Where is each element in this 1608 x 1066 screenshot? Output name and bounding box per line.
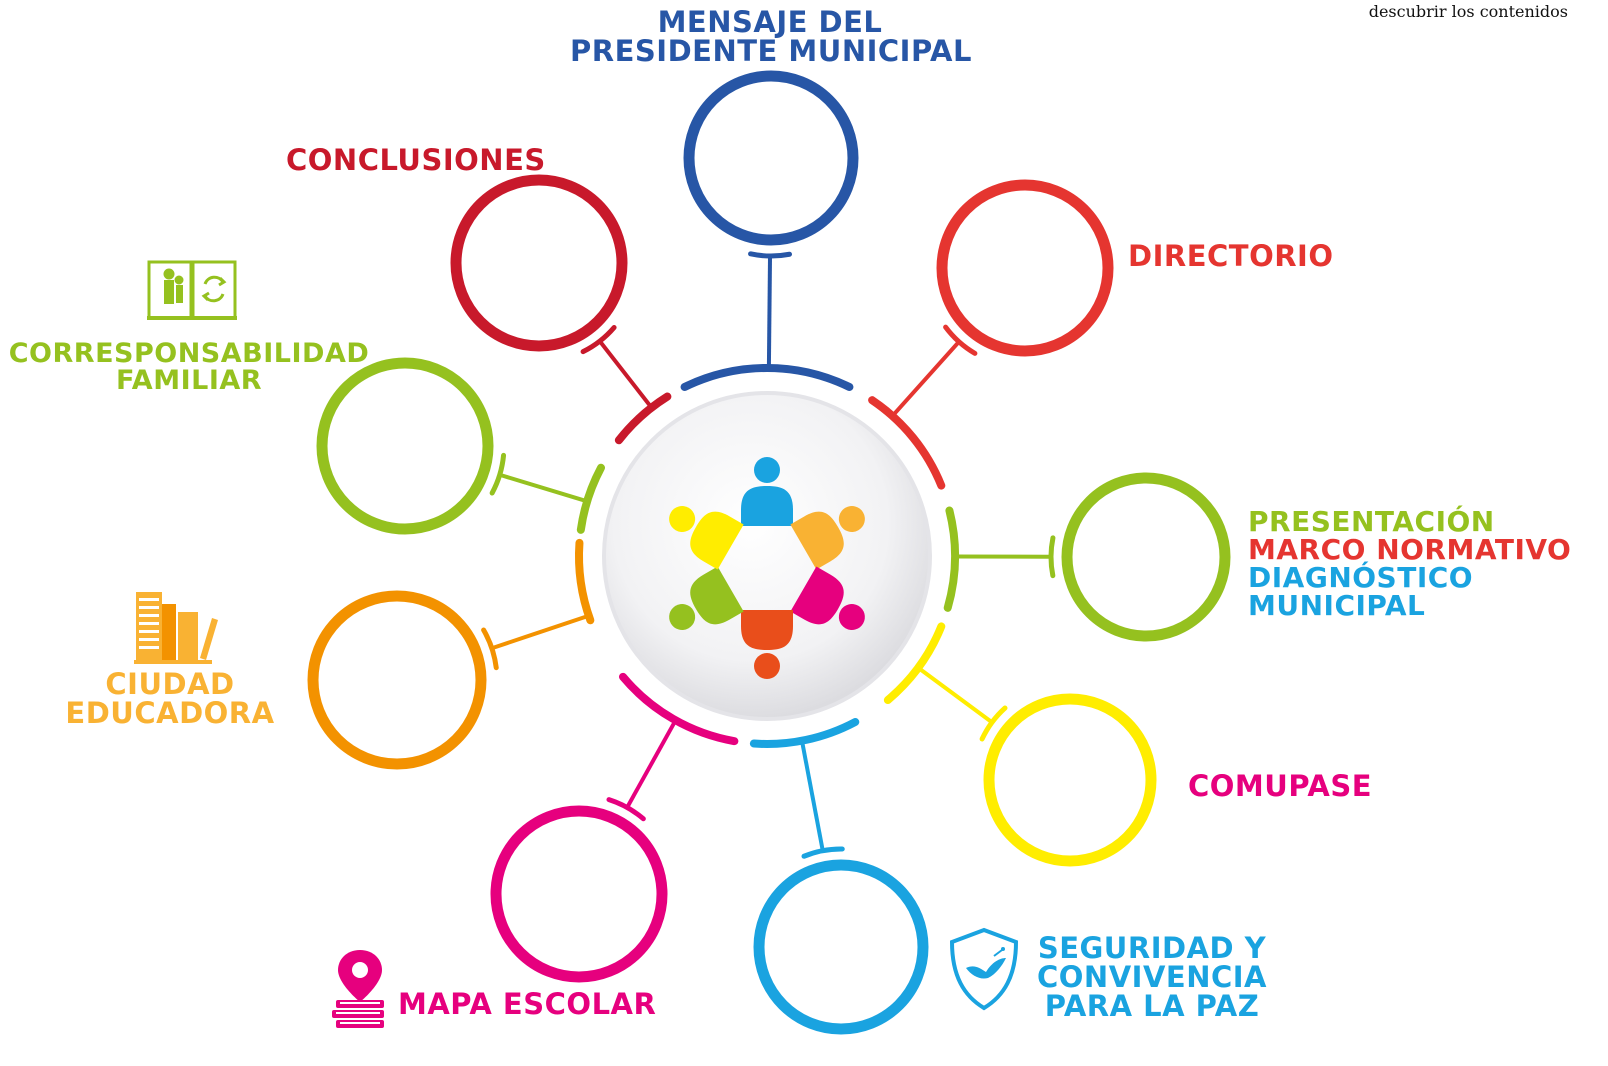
label-line: CONCLUSIONES xyxy=(286,143,546,177)
node-circle-corresponsabilidad[interactable] xyxy=(316,357,494,535)
map-pin-books-icon xyxy=(332,950,384,1028)
hub-arc-segment xyxy=(943,506,959,612)
hub-arc-segment xyxy=(618,672,739,746)
connector-line xyxy=(916,666,992,723)
label-line: MAPA ESCOLAR xyxy=(398,987,657,1021)
label-line: FAMILIAR xyxy=(115,365,263,396)
person-figure xyxy=(790,566,865,630)
node-circle-mensaje[interactable] xyxy=(683,70,859,246)
label-line: CORRESPONSABILIDAD xyxy=(8,338,370,369)
connector-cap xyxy=(580,324,617,355)
label-corresponsabilidad: CORRESPONSABILIDAD FAMILIAR xyxy=(4,340,374,394)
connectors xyxy=(481,251,1056,859)
city-buildings-icon xyxy=(134,592,218,664)
hub-circle xyxy=(602,391,932,721)
label-line: SEGURIDAD Y xyxy=(1037,931,1267,965)
label-directorio: DIRECTORIO xyxy=(1128,242,1334,271)
person-figure xyxy=(790,506,865,570)
label-line-marco: MARCO NORMATIVO xyxy=(1248,533,1572,566)
node-circle-mapa[interactable] xyxy=(490,805,668,983)
connector-cap xyxy=(943,324,978,356)
node-circle-seguridad[interactable] xyxy=(753,859,929,1035)
hub-arc-segment xyxy=(868,396,946,490)
label-line: COMUPASE xyxy=(1188,769,1373,803)
person-figure xyxy=(669,506,744,570)
connector-line xyxy=(626,719,678,807)
family-book-icon xyxy=(147,260,237,320)
connector-cap xyxy=(481,627,499,671)
node-circle-presentacion[interactable] xyxy=(1061,472,1231,642)
connector-line xyxy=(493,613,590,650)
label-line: DIRECTORIO xyxy=(1128,239,1334,273)
connector-cap xyxy=(801,846,845,859)
label-line: MENSAJE DEL xyxy=(657,5,883,39)
label-seguridad: SEGURIDAD Y CONVIVENCIA PARA LA PAZ xyxy=(1030,934,1274,1021)
node-circle-conclusiones[interactable] xyxy=(450,174,628,352)
hub-arc-segment xyxy=(576,463,606,534)
corner-note: descubrir los contenidos xyxy=(1368,2,1568,21)
hub-arc-segment xyxy=(749,717,860,748)
hub-arc-segment xyxy=(575,538,595,625)
connector-cap xyxy=(606,797,646,822)
connector-cap xyxy=(979,705,1008,742)
label-mapa: MAPA ESCOLAR xyxy=(398,990,656,1019)
label-line-diagnostico: DIAGNÓSTICO xyxy=(1248,561,1474,594)
connector-line xyxy=(599,341,654,409)
node-circle-comupase[interactable] xyxy=(983,693,1157,867)
label-line: CONVIVENCIA xyxy=(1037,960,1267,994)
label-line-presentacion: PRESENTACIÓN xyxy=(1248,505,1495,538)
label-line: PRESIDENTE MUNICIPAL xyxy=(570,34,972,68)
connector-cap xyxy=(1048,535,1056,579)
label-ciudad: CIUDAD EDUCADORA xyxy=(60,670,280,728)
label-comupase: COMUPASE xyxy=(1188,772,1372,801)
connector-cap xyxy=(489,452,507,496)
node-circles xyxy=(307,70,1231,1035)
label-mensaje: MENSAJE DEL PRESIDENTE MUNICIPAL xyxy=(570,5,972,68)
label-line: EDUCADORA xyxy=(65,696,275,730)
people-icon-group xyxy=(669,457,865,679)
label-line: CIUDAD xyxy=(105,667,235,701)
hub-arc-segment xyxy=(614,392,672,445)
label-line-municipal: MUNICIPAL xyxy=(1248,589,1426,622)
person-figure xyxy=(669,566,744,630)
connector-cap xyxy=(748,251,793,259)
connector-line xyxy=(766,257,772,369)
node-circle-ciudad[interactable] xyxy=(307,590,487,770)
label-conclusiones: CONCLUSIONES xyxy=(286,146,546,175)
label-presentacion: PRESENTACIÓN MARCO NORMATIVO DIAGNÓSTICO… xyxy=(1248,508,1571,620)
person-figure xyxy=(741,457,793,526)
hub-arc-segment xyxy=(883,622,946,705)
person-figure xyxy=(741,610,793,679)
hub-arcs xyxy=(575,364,959,748)
node-circle-directorio[interactable] xyxy=(936,179,1114,357)
connector-line xyxy=(501,473,588,504)
dove-shield-icon xyxy=(949,927,1019,1011)
hub-arc-segment xyxy=(680,364,854,392)
connector-line xyxy=(799,740,825,850)
label-line: PARA LA PAZ xyxy=(1044,989,1260,1023)
connector-line xyxy=(890,341,960,418)
